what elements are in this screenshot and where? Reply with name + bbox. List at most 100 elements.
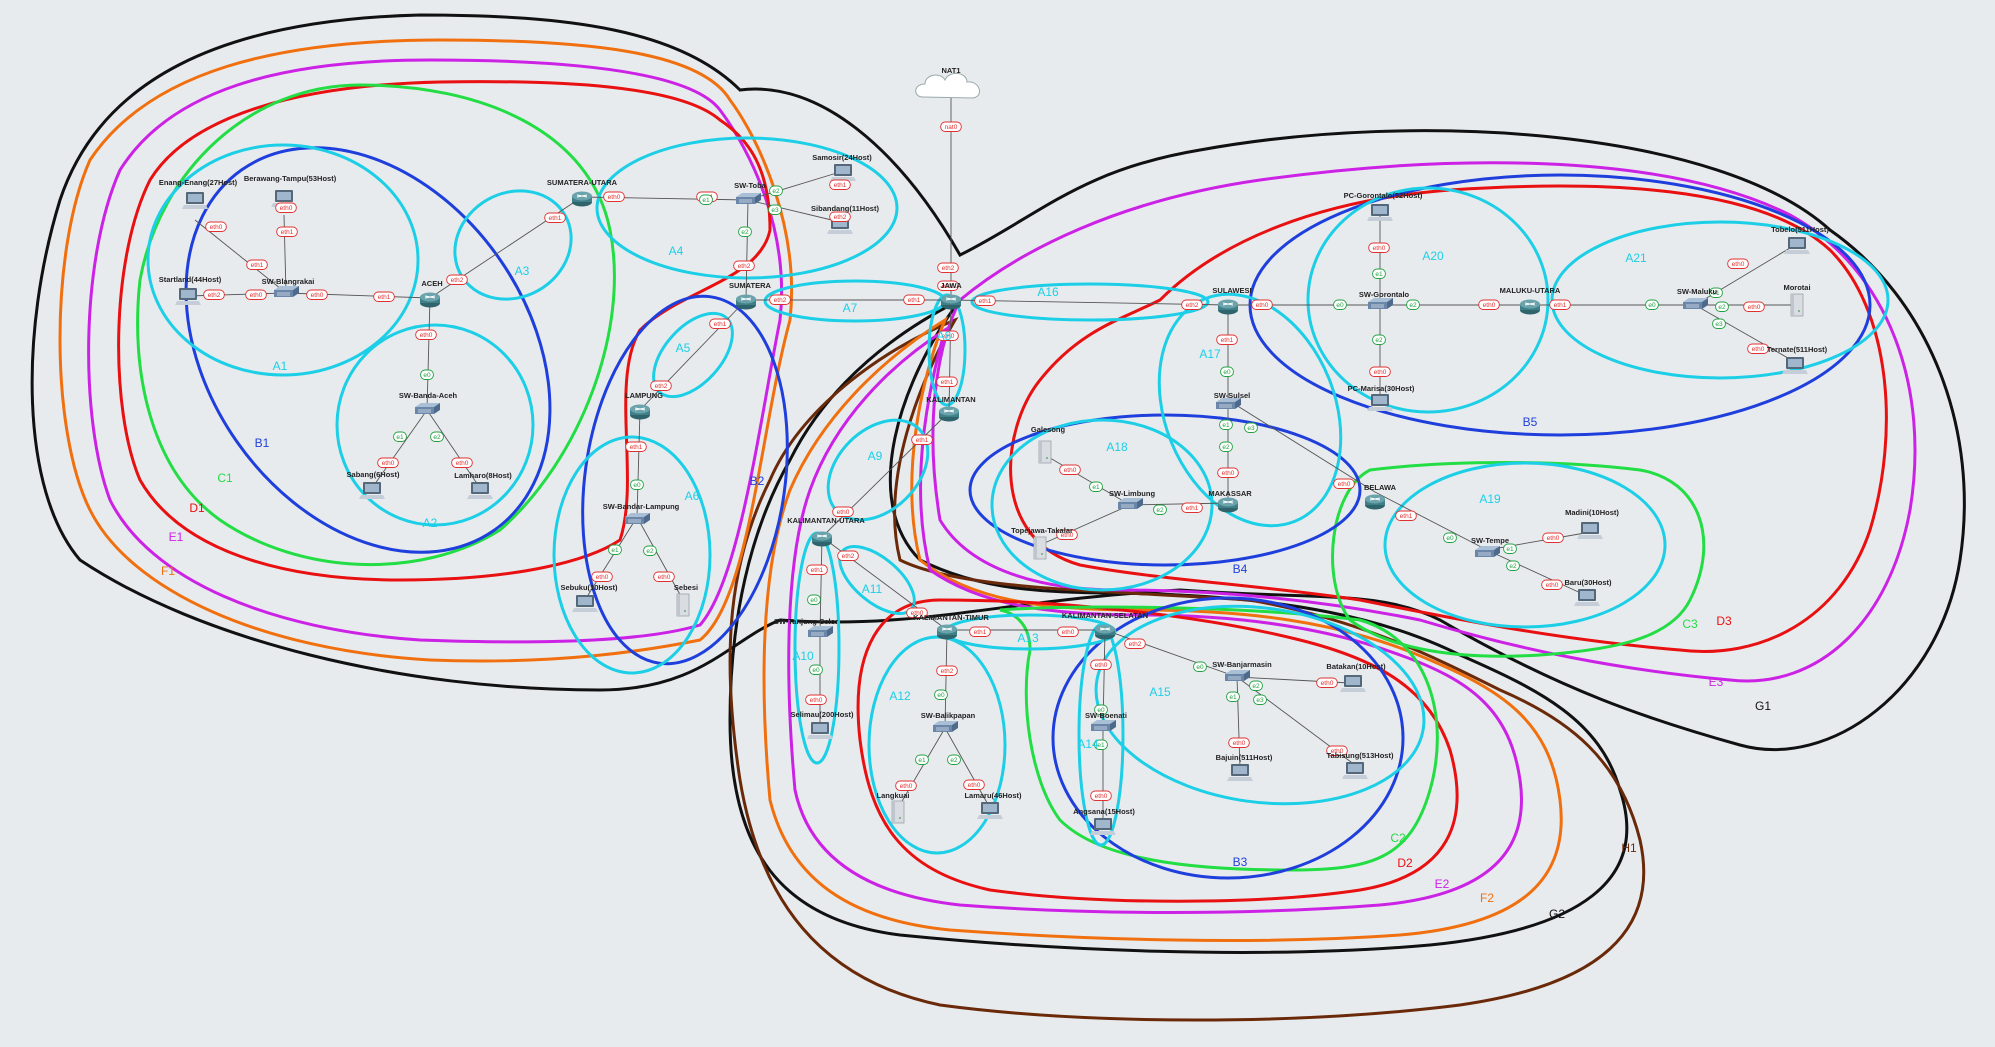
server-morotai-icon[interactable] [1790,293,1804,317]
switch-maluku-icon[interactable] [1682,297,1709,310]
router-sumatera-icon[interactable] [735,294,757,310]
svg-text:eth2: eth2 [941,668,954,675]
server-topejawa-label: Topejawa-Takalar [1011,526,1073,535]
interface-tag: eth0 [275,202,297,213]
pc-madini-icon[interactable] [1577,522,1603,539]
interface-tag: eth1 [911,434,933,445]
svg-text:eth1: eth1 [281,229,294,236]
pc-ternate-icon[interactable] [1782,357,1808,374]
link-swblangrakai-enang [194,219,287,294]
svg-text:e2: e2 [433,434,441,441]
pc-selimau-icon[interactable] [807,722,833,739]
switch-bandar-lampung-icon[interactable] [624,512,651,525]
router-kalimantan-utara-icon[interactable] [811,531,833,547]
pc-startland-label: Startland(44Host) [159,275,222,284]
svg-text:eth2: eth2 [451,277,464,284]
switch-balikpapan-icon[interactable] [932,720,959,733]
interface-tag: e2 [643,545,657,556]
area-label-a12: A12 [889,689,911,703]
interface-tag: eth1 [806,564,828,575]
svg-text:eth0: eth0 [1338,481,1351,488]
group-b3-boundary [1051,596,1405,880]
router-kalimantan-selatan-icon[interactable] [1094,624,1116,640]
router-makassar-label: MAKASSAR [1208,489,1252,498]
server-langkuai-icon[interactable] [891,800,905,824]
interface-tag: eth0 [937,330,959,341]
svg-text:eth2: eth2 [1186,302,1199,309]
router-maluku-utara-icon[interactable] [1519,299,1541,315]
router-lampung-icon[interactable] [629,404,651,420]
router-kalimantan-icon[interactable] [938,406,960,422]
pc-startland-icon[interactable] [175,288,201,305]
svg-text:eth0: eth0 [1222,470,1235,477]
svg-text:eth0: eth0 [900,783,913,790]
switch-limbung-icon[interactable] [1117,497,1144,510]
area-label-a19: A19 [1479,492,1501,506]
switch-blangrakai-icon[interactable] [273,285,300,298]
router-aceh-icon[interactable] [419,292,441,308]
interface-tag: eth1 [903,294,925,305]
interface-tag: eth0 [205,221,227,232]
switch-banjarmasin-icon[interactable] [1224,669,1251,682]
router-makassar-icon[interactable] [1217,497,1239,513]
area-a15 [1094,604,1426,806]
pc-tabisung-icon[interactable] [1342,762,1368,779]
interface-tag: eth2 [769,294,791,305]
interface-tag: eth0 [805,694,827,705]
server-galesong-icon[interactable] [1038,440,1052,464]
svg-text:eth1: eth1 [630,444,643,451]
router-sulawesi-icon[interactable] [1217,299,1239,315]
router-belawa-icon[interactable] [1364,494,1386,510]
router-jawa-icon[interactable] [940,294,962,310]
pc-samosir-label: Samosir(24Host) [812,153,872,162]
pc-marisa-icon[interactable] [1367,394,1393,411]
switch-gorontalo-icon[interactable] [1367,297,1394,310]
switch-toba-icon[interactable] [735,192,762,205]
svg-text:eth0: eth0 [968,782,981,789]
switch-blangrakai-label: SW-Blangrakai [262,277,315,286]
pc-enang-enang-icon[interactable] [182,192,208,209]
group-label-b4: B4 [1233,562,1248,576]
pc-gorontalo-icon[interactable] [1367,204,1393,221]
svg-text:eth0: eth0 [1546,582,1559,589]
switch-boenati-icon[interactable] [1090,719,1117,732]
pc-samosir-icon[interactable] [830,164,856,181]
group-c3-boundary [1331,461,1706,658]
svg-text:e3: e3 [1256,697,1264,704]
nat1-label: NAT1 [941,66,960,75]
pc-batakan-icon[interactable] [1340,675,1366,692]
group-label-b5: B5 [1523,415,1538,429]
pc-batakan-label: Batakan(10Host) [1326,662,1386,671]
pc-tobelo-icon[interactable] [1784,237,1810,254]
nat-cloud-icon[interactable] [915,73,981,99]
pc-bajuin-icon[interactable] [1227,764,1253,781]
switch-tempe-icon[interactable] [1474,545,1501,558]
area-label-a20: A20 [1422,249,1444,263]
server-sebesi-icon[interactable] [676,593,690,617]
svg-text:eth1: eth1 [979,298,992,305]
interface-tag: eth0 [1747,343,1769,354]
router-kalimantan-timur-icon[interactable] [936,624,958,640]
interface-tag: eth0 [1478,299,1500,310]
pc-lamaru-icon[interactable] [977,802,1003,819]
svg-text:e3: e3 [771,207,779,214]
pc-bajuin-label: Bajuin(511Host) [1216,753,1273,762]
interface-tag: eth1 [1549,299,1571,310]
interface-tag: eth0 [1251,299,1273,310]
router-sumatera-utara-icon[interactable] [571,191,593,207]
switch-banda-aceh-icon[interactable] [414,402,441,415]
link-belawa-swtempe [1374,491,1488,551]
pc-sebuku-icon[interactable] [572,595,598,612]
switch-tanjung-selor-icon[interactable] [807,625,834,638]
link-kaltim-swbalikpapan [944,629,948,729]
interface-tag: e0 [807,594,821,605]
server-topejawa-icon[interactable] [1033,536,1047,560]
area-label-a4: A4 [669,244,684,258]
group-label-g1: G1 [1755,699,1771,713]
pc-lamharo-icon[interactable] [467,482,493,499]
interface-tag: e1 [699,194,713,205]
pc-angsana-label: Angsana(15Host) [1073,807,1135,816]
svg-text:e2: e2 [1222,444,1230,451]
area-label-a1: A1 [273,359,288,373]
